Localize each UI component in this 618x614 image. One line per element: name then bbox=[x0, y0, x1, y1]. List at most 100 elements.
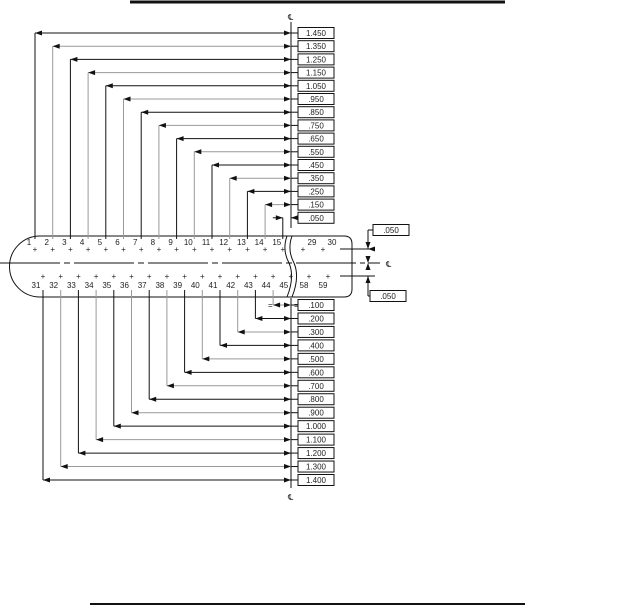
connector-outline bbox=[9, 235, 353, 298]
arrowhead bbox=[202, 356, 210, 362]
pin-label: 43 bbox=[244, 281, 253, 290]
pin-label: 4 bbox=[80, 238, 85, 247]
break-line bbox=[289, 235, 298, 298]
arrowhead bbox=[284, 450, 291, 456]
arrowhead bbox=[35, 30, 42, 36]
arrowhead bbox=[105, 83, 113, 89]
top-dimension: 1.050 bbox=[306, 82, 327, 91]
arrowhead bbox=[284, 188, 291, 194]
bottom-dimension: .400 bbox=[308, 341, 324, 350]
top-dimension-box bbox=[297, 40, 335, 53]
top-dimension: .850 bbox=[308, 108, 324, 117]
pin-marker: + bbox=[41, 272, 46, 281]
arrowhead bbox=[284, 70, 291, 76]
arrowhead bbox=[237, 329, 245, 335]
bottom-dimension: .200 bbox=[308, 314, 324, 323]
arrowhead bbox=[284, 302, 291, 308]
pin-marker: + bbox=[86, 245, 91, 254]
top-dimension-box bbox=[297, 53, 335, 66]
pin-marker: + bbox=[200, 272, 205, 281]
pin-marker: + bbox=[33, 245, 38, 254]
pin-label: 1 bbox=[27, 238, 32, 247]
pin-marker: + bbox=[111, 272, 116, 281]
arrowhead bbox=[176, 136, 184, 142]
top-dimension: .250 bbox=[308, 187, 324, 196]
bottom-dimension-box bbox=[297, 312, 335, 325]
row-offset-bottom-box bbox=[369, 290, 407, 302]
pin-marker: + bbox=[245, 245, 250, 254]
arrowhead bbox=[275, 215, 283, 221]
arrowhead bbox=[96, 437, 104, 443]
pin-marker: + bbox=[227, 245, 232, 254]
bottom-dimension-box bbox=[297, 406, 335, 419]
bottom-dimension-box bbox=[297, 433, 335, 446]
row-offset-bottom: .050 bbox=[380, 292, 396, 301]
pin-label: 58 bbox=[300, 281, 309, 290]
arrowhead bbox=[212, 162, 219, 168]
arrowhead bbox=[43, 477, 50, 483]
row-offset-top-box bbox=[372, 224, 410, 236]
pin-marker: + bbox=[271, 272, 276, 281]
pin-label: 33 bbox=[67, 281, 76, 290]
arrowhead bbox=[265, 202, 273, 208]
bottom-dimension-box bbox=[297, 447, 335, 460]
equal-mark: = bbox=[294, 301, 299, 310]
pin-marker: + bbox=[94, 272, 99, 281]
arrowhead bbox=[284, 356, 291, 362]
pin-marker: + bbox=[326, 272, 331, 281]
bottom-dimension: .700 bbox=[308, 382, 324, 391]
arrowhead bbox=[149, 396, 157, 402]
arrowhead bbox=[220, 342, 227, 348]
equal-mark: = bbox=[268, 301, 273, 310]
arrowhead bbox=[273, 302, 281, 308]
arrowhead bbox=[284, 149, 291, 155]
arrowhead bbox=[284, 329, 291, 335]
row-offset-top: .050 bbox=[383, 226, 399, 235]
centerline-symbol-right: ℄ bbox=[385, 260, 392, 269]
arrowhead bbox=[284, 464, 291, 470]
pin-label: 12 bbox=[219, 238, 228, 247]
bottom-dimension-box bbox=[297, 366, 335, 379]
pin-label: 5 bbox=[98, 238, 103, 247]
arrowhead bbox=[88, 70, 96, 76]
pin-marker: + bbox=[301, 245, 306, 254]
pin-marker: + bbox=[76, 272, 81, 281]
bottom-dimension: .300 bbox=[308, 328, 324, 337]
pin-marker: + bbox=[288, 272, 293, 281]
arrowhead bbox=[255, 315, 263, 321]
top-dimension: .750 bbox=[308, 121, 324, 130]
arrowhead bbox=[284, 383, 291, 389]
arrowhead bbox=[284, 437, 291, 443]
arrowhead bbox=[284, 30, 291, 36]
top-dimension-box bbox=[297, 93, 335, 105]
bottom-dimension: 1.000 bbox=[306, 422, 327, 431]
arrowhead bbox=[184, 369, 192, 375]
pin-marker: + bbox=[121, 245, 126, 254]
top-dimension: 1.350 bbox=[306, 42, 327, 51]
pin-label: 40 bbox=[191, 281, 200, 290]
arrowhead bbox=[229, 175, 237, 181]
pin-marker: + bbox=[129, 272, 134, 281]
pin-marker: + bbox=[103, 245, 108, 254]
arrowhead bbox=[284, 56, 291, 62]
bottom-dimension-box bbox=[297, 474, 335, 486]
arrowhead bbox=[78, 450, 86, 456]
arrowhead bbox=[291, 215, 298, 221]
pin-marker: + bbox=[280, 245, 285, 254]
pin-label: 42 bbox=[226, 281, 235, 290]
pin-label: 7 bbox=[133, 238, 138, 247]
arrowhead bbox=[284, 202, 291, 208]
pin-marker: + bbox=[192, 245, 197, 254]
arrowhead bbox=[368, 246, 375, 252]
top-dimension-box bbox=[297, 198, 335, 211]
pin-marker: + bbox=[174, 245, 179, 254]
pin-marker: + bbox=[218, 272, 223, 281]
bottom-dimension-box bbox=[297, 379, 335, 392]
arrowhead bbox=[284, 162, 291, 168]
top-dimension-box bbox=[297, 79, 335, 92]
top-dimension-box bbox=[297, 66, 335, 79]
bottom-dimension: 1.200 bbox=[306, 449, 327, 458]
top-dimension: .550 bbox=[308, 148, 324, 157]
top-dimension: .150 bbox=[308, 201, 324, 210]
